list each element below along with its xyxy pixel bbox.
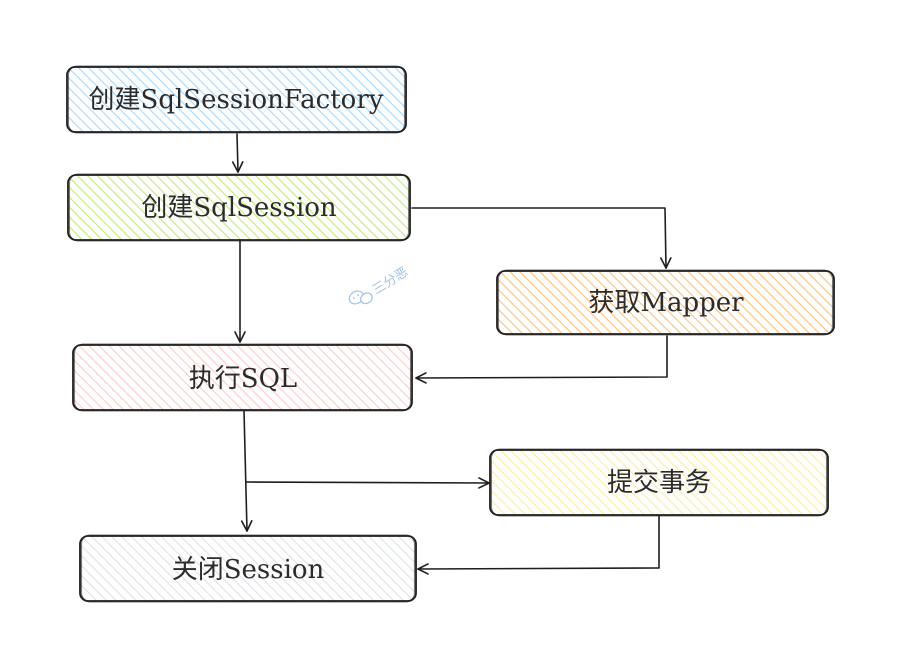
node-fill xyxy=(490,450,828,515)
node-commit-transaction: 提交事务 xyxy=(489,448,829,517)
node-label: 关闭Session xyxy=(172,555,325,585)
edge-create-session-to-get-mapper xyxy=(411,207,672,269)
node-create-sqlsessionfactory: 创建SqlSessionFactory xyxy=(66,65,407,134)
node-outline xyxy=(72,344,413,411)
watermark-text: 三分恶 xyxy=(370,265,411,298)
node-fill xyxy=(80,536,416,601)
node-label: 执行SQL xyxy=(189,364,297,394)
node-outline-sketch xyxy=(73,343,412,412)
node-label: 创建SqlSessionFactory xyxy=(89,85,384,115)
edge-execute-sql-to-commit xyxy=(245,477,490,489)
node-outline-sketch xyxy=(67,65,406,134)
node-execute-sql: 执行SQL xyxy=(72,343,413,412)
edge-get-mapper-to-execute-sql xyxy=(415,335,668,384)
node-outline-sketch xyxy=(497,269,834,336)
node-fill xyxy=(68,175,410,240)
node-label: 获取Mapper xyxy=(588,288,744,318)
node-outline-sketch xyxy=(490,448,828,517)
node-fill xyxy=(67,67,406,132)
watermark: 三分恶 xyxy=(348,265,411,305)
wechat-icon xyxy=(348,290,373,305)
node-outline-sketch xyxy=(68,173,410,242)
node-outline xyxy=(66,66,407,133)
node-close-session: 关闭Session xyxy=(79,534,417,603)
node-get-mapper: 获取Mapper xyxy=(496,269,835,336)
edge-create-factory-to-create-session xyxy=(231,133,244,173)
node-outline xyxy=(67,174,411,241)
edge-execute-sql-to-close-session xyxy=(240,410,253,532)
node-outline xyxy=(496,270,835,335)
node-fill xyxy=(497,271,834,334)
node-label: 创建SqlSession xyxy=(141,193,337,223)
node-create-sqlsession: 创建SqlSession xyxy=(67,173,411,242)
node-outline xyxy=(79,535,417,602)
node-label: 提交事务 xyxy=(607,468,711,498)
edges xyxy=(231,133,672,575)
node-outline xyxy=(489,449,829,516)
node-fill xyxy=(73,345,412,410)
node-outline-sketch xyxy=(80,534,416,603)
edge-commit-to-close-session xyxy=(417,515,660,575)
